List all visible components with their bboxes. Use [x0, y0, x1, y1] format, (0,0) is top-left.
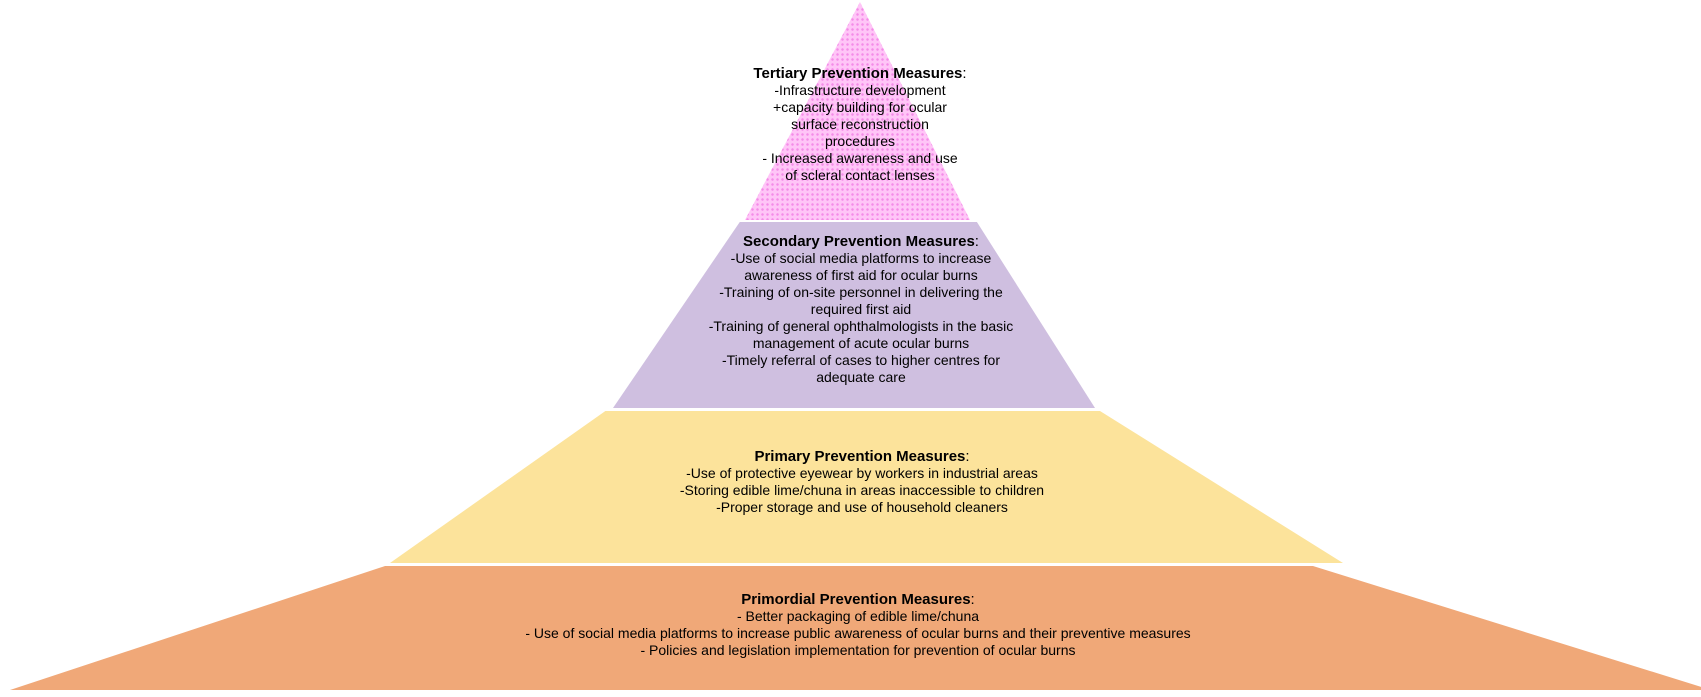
- text-line: -Storing edible lime/chuna in areas inac…: [679, 482, 1045, 498]
- text-line: -Timely referral of cases to higher cent…: [721, 352, 1001, 368]
- tier-primary-text: Primary Prevention Measures:-Use of prot…: [680, 448, 1044, 516]
- tier-heading: Primordial Prevention Measures:: [741, 591, 975, 608]
- tier-secondary-text: Secondary Prevention Measures:-Use of so…: [709, 233, 1014, 386]
- text-line: +capacity building for ocular: [773, 99, 947, 115]
- text-line: surface reconstruction: [791, 116, 929, 132]
- text-line: adequate care: [816, 369, 906, 385]
- text-line: procedures: [824, 133, 896, 149]
- tier-heading: Tertiary Prevention Measures:: [753, 65, 967, 82]
- tier-heading: Primary Prevention Measures:: [754, 448, 970, 465]
- text-line: required first aid: [810, 301, 912, 317]
- text-line: -Use of social media platforms to increa…: [730, 250, 992, 266]
- text-line: -Training of general ophthalmologists in…: [708, 318, 1014, 334]
- text-line: -Training of on-site personnel in delive…: [719, 284, 1003, 300]
- text-line: awareness of first aid for ocular burns: [744, 267, 978, 283]
- text-line: -Use of protective eyewear by workers in…: [686, 465, 1038, 481]
- tier-heading: Secondary Prevention Measures:: [743, 233, 979, 250]
- text-line: - Policies and legislation implementatio…: [640, 642, 1076, 658]
- tier-primordial-text: Primordial Prevention Measures:- Better …: [525, 591, 1190, 659]
- text-line: of scleral contact lenses: [785, 167, 935, 183]
- text-line: - Use of social media platforms to incre…: [525, 625, 1191, 641]
- text-line: -Proper storage and use of household cle…: [716, 499, 1008, 515]
- tier-tertiary-text: Tertiary Prevention Measures:-Infrastruc…: [753, 65, 966, 184]
- text-line: - Increased awareness and use: [762, 150, 958, 166]
- text-line: - Better packaging of edible lime/chuna: [736, 608, 980, 624]
- text-line: management of acute ocular burns: [752, 335, 970, 351]
- text-line: -Infrastructure development: [774, 82, 946, 98]
